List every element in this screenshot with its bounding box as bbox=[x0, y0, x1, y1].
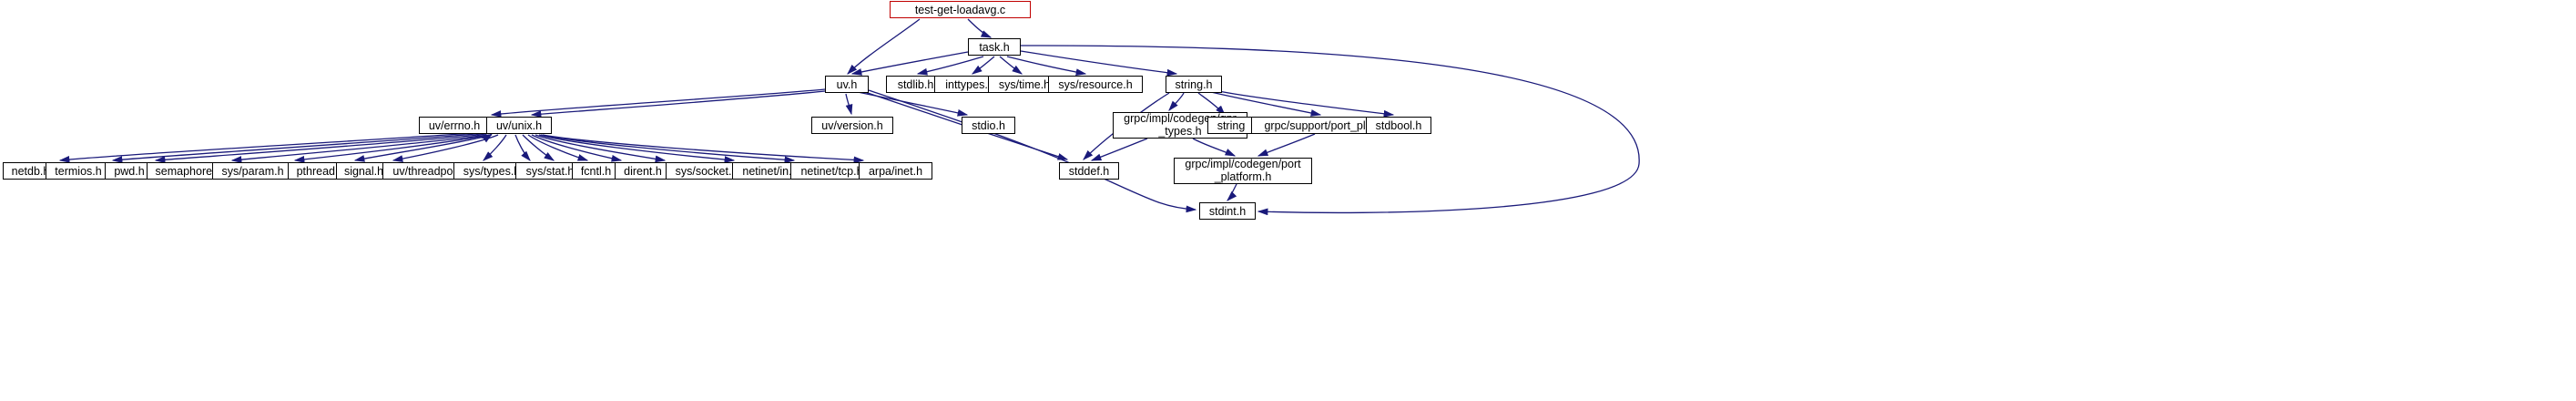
node-label: stdint.h bbox=[1208, 204, 1247, 218]
node-label: inttypes.h bbox=[945, 77, 994, 91]
node-netinet-in-h[interactable]: netinet/in.h bbox=[732, 162, 809, 180]
node-label: stdbool.h bbox=[1375, 118, 1422, 132]
node-label: sys/time.h bbox=[998, 77, 1051, 91]
node-label: sys/stat.h bbox=[525, 164, 575, 178]
node-stdint-h[interactable]: stdint.h bbox=[1199, 202, 1256, 220]
node-sys-param-h[interactable]: sys/param.h bbox=[212, 162, 293, 180]
node-dirent-h[interactable]: dirent.h bbox=[615, 162, 671, 180]
node-label: grpc/impl/codegen/port _platform.h bbox=[1185, 158, 1301, 183]
node-label: pwd.h bbox=[114, 164, 145, 178]
node-inttypes-h[interactable]: inttypes.h bbox=[934, 76, 1005, 93]
node-label: stddef.h bbox=[1068, 164, 1110, 178]
node-label: sys/resource.h bbox=[1058, 77, 1133, 91]
node-label: uv/version.h bbox=[821, 118, 883, 132]
node-pwd-h[interactable]: pwd.h bbox=[105, 162, 154, 180]
node-fcntl-h[interactable]: fcntl.h bbox=[572, 162, 620, 180]
node-label: netinet/in.h bbox=[742, 164, 799, 178]
node-label: stdio.h bbox=[972, 118, 1005, 132]
node-termios-h[interactable]: termios.h bbox=[46, 162, 111, 180]
node-label: netinet/tcp.h bbox=[800, 164, 863, 178]
node-label: sys/param.h bbox=[221, 164, 284, 178]
node-sys-types-h[interactable]: sys/types.h bbox=[453, 162, 530, 180]
node-stdio-h[interactable]: stdio.h bbox=[962, 117, 1015, 134]
node-stdbool-h[interactable]: stdbool.h bbox=[1366, 117, 1431, 134]
node-sys-time-h[interactable]: sys/time.h bbox=[988, 76, 1061, 93]
node-label: string.h bbox=[1175, 77, 1213, 91]
node-label: dirent.h bbox=[624, 164, 662, 178]
node-label: semaphore.h bbox=[155, 164, 222, 178]
node-sys-socket-h[interactable]: sys/socket.h bbox=[666, 162, 748, 180]
node-sys-resource-h[interactable]: sys/resource.h bbox=[1048, 76, 1143, 93]
node-string-h[interactable]: string.h bbox=[1166, 76, 1222, 93]
node-label: uv.h bbox=[836, 77, 858, 91]
node-label: arpa/inet.h bbox=[868, 164, 923, 178]
node-label: pthread.h bbox=[296, 164, 345, 178]
node-task-h[interactable]: task.h bbox=[968, 38, 1021, 56]
node-stdlib-h[interactable]: stdlib.h bbox=[886, 76, 945, 93]
node-label: uv/errno.h bbox=[428, 118, 481, 132]
node-label: test-get-loadavg.c bbox=[914, 3, 1006, 16]
node-label: uv/unix.h bbox=[495, 118, 543, 132]
node-label: stdlib.h bbox=[897, 77, 934, 91]
node-label: string bbox=[1217, 118, 1246, 132]
node-label: uv/threadpool.h bbox=[392, 164, 472, 178]
node-test-get-loadavg-c[interactable]: test-get-loadavg.c bbox=[890, 1, 1031, 18]
node-label: signal.h bbox=[343, 164, 384, 178]
node-label: sys/socket.h bbox=[675, 164, 738, 178]
node-grpc-impl-codegen-port-platform-h[interactable]: grpc/impl/codegen/port _platform.h bbox=[1174, 158, 1312, 184]
node-arpa-inet-h[interactable]: arpa/inet.h bbox=[859, 162, 932, 180]
node-label: fcntl.h bbox=[580, 164, 612, 178]
node-stddef-h[interactable]: stddef.h bbox=[1059, 162, 1119, 180]
node-label: task.h bbox=[979, 40, 1010, 54]
node-uv-h[interactable]: uv.h bbox=[825, 76, 869, 93]
node-label: termios.h bbox=[55, 164, 102, 178]
node-uv-version-h[interactable]: uv/version.h bbox=[811, 117, 893, 134]
node-netdb-h[interactable]: netdb.h bbox=[3, 162, 58, 180]
node-uv-errno-h[interactable]: uv/errno.h bbox=[419, 117, 490, 134]
node-netinet-tcp-h[interactable]: netinet/tcp.h bbox=[790, 162, 873, 180]
node-label: sys/types.h bbox=[463, 164, 521, 178]
node-label: netdb.h bbox=[11, 164, 50, 178]
node-signal-h[interactable]: signal.h bbox=[336, 162, 392, 180]
node-uv-unix-h[interactable]: uv/unix.h bbox=[486, 117, 552, 134]
node-string[interactable]: string bbox=[1207, 117, 1255, 134]
